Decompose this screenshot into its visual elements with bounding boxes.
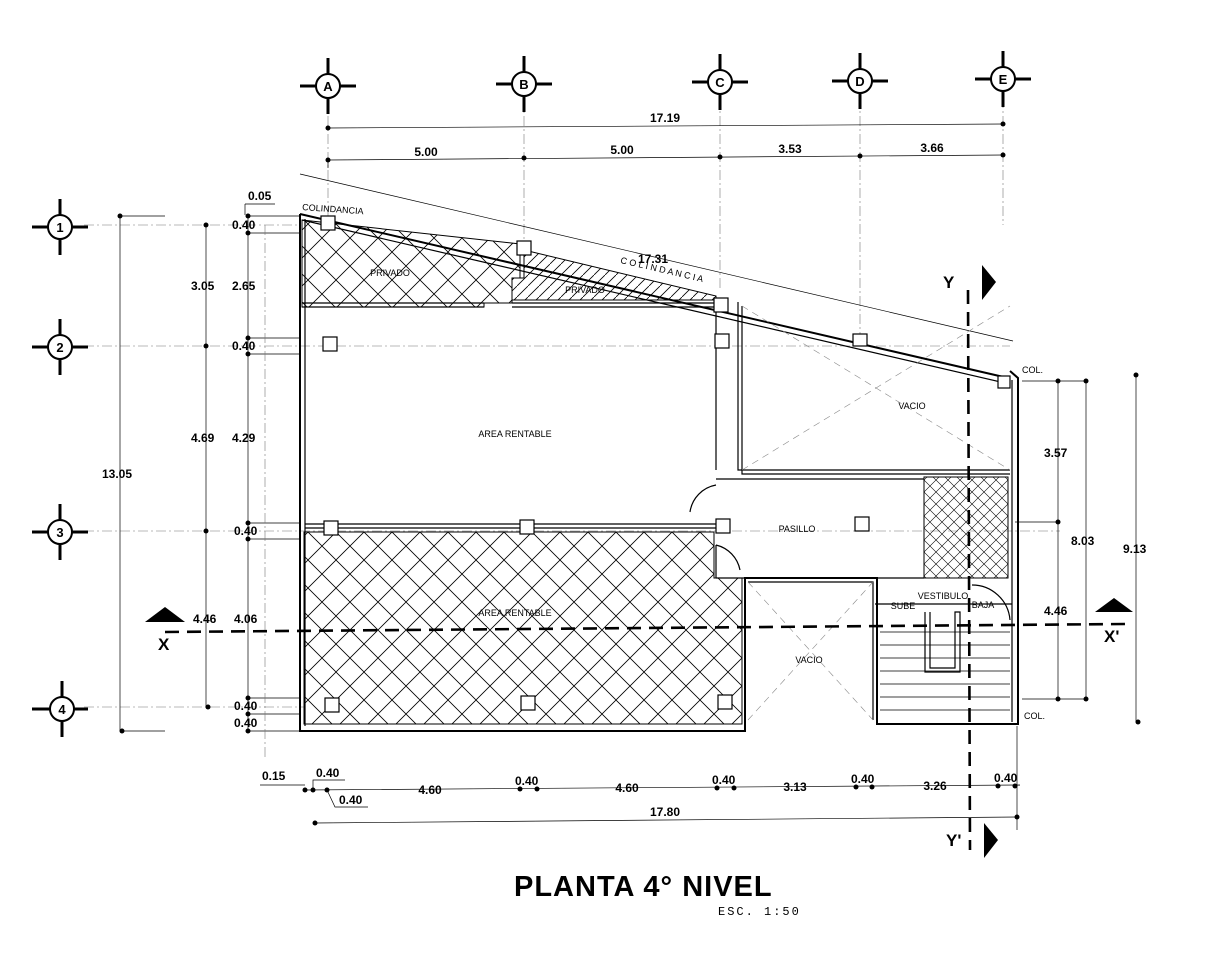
drawing-title: PLANTA 4° NIVEL <box>514 871 773 903</box>
drawing-scale: ESC. 1:50 <box>718 905 801 919</box>
dim-span-de: 3.66 <box>920 141 944 155</box>
dim-bottom-small-3: 0.40 <box>515 774 539 788</box>
bottom-dimensions: 0.15 0.40 0.40 0.40 0.40 0.40 0.40 4.60 … <box>260 726 1021 830</box>
label-baja: BAJA <box>972 600 995 610</box>
axis-marker-c: C <box>692 54 748 110</box>
svg-text:4: 4 <box>58 702 66 717</box>
dim-bottom-small-2: 0.40 <box>339 793 363 807</box>
dim-inner-23: 4.29 <box>232 431 256 445</box>
row-axis-markers: 1 2 3 4 <box>32 199 88 737</box>
axis-marker-1: 1 <box>32 199 88 255</box>
axis-marker-d: D <box>832 53 888 109</box>
cut-label-x: X <box>158 635 170 654</box>
room-labels: COLINDANCIA C O L I N D A N C I A 17.31 … <box>302 202 1045 721</box>
label-area-rentable-2: AREA RENTABLE <box>478 608 551 618</box>
dim-span-cd: 3.53 <box>778 142 802 156</box>
dim-outer-23: 4.69 <box>191 431 215 445</box>
cut-label-y-prime: Y' <box>946 831 961 850</box>
dim-bottom-edge: 0.15 <box>262 769 286 783</box>
dim-overall-top: 17.19 <box>650 111 680 125</box>
right-dimensions: 3.57 4.46 8.03 9.13 <box>1015 372 1147 725</box>
cut-label-x-prime: X' <box>1104 627 1119 646</box>
cut-arrow-y <box>982 265 996 300</box>
label-col-1: COL. <box>1022 365 1043 375</box>
svg-text:D: D <box>855 74 864 89</box>
label-diag-length: 17.31 <box>638 252 668 266</box>
svg-text:1: 1 <box>56 220 63 235</box>
label-vestibulo: VESTIBULO <box>918 591 969 601</box>
dim-col-row4b: 0.40 <box>234 716 258 730</box>
dim-right-upper: 3.57 <box>1044 446 1068 460</box>
label-privado-2: PRIVADO <box>565 285 605 295</box>
dim-right-lower: 4.46 <box>1044 604 1068 618</box>
axis-marker-b: B <box>496 56 552 112</box>
axis-marker-4: 4 <box>32 681 88 737</box>
label-privado-1: PRIVADO <box>370 268 410 278</box>
label-vacio-1: VACIO <box>898 401 925 411</box>
left-dimensions: 13.05 3.05 4.69 4.46 2.65 4.29 4.06 0.40… <box>102 213 300 760</box>
dim-inner-12: 2.65 <box>232 279 256 293</box>
svg-text:C: C <box>715 75 725 90</box>
cut-arrow-x <box>145 607 185 622</box>
svg-text:3: 3 <box>56 525 63 540</box>
dim-bottom-overall: 17.80 <box>650 805 680 819</box>
label-area-rentable-1: AREA RENTABLE <box>478 429 551 439</box>
section-cuts: X X' Y Y' <box>145 265 1133 858</box>
dim-span-bc: 5.00 <box>610 143 634 157</box>
dim-overall-left: 13.05 <box>102 467 132 481</box>
axis-marker-e: E <box>975 51 1031 107</box>
dim-bottom-span-4: 3.26 <box>923 779 947 793</box>
dim-col-row1: 0.40 <box>232 218 256 232</box>
label-sube: SUBE <box>891 601 916 611</box>
axis-marker-a: A <box>300 58 356 114</box>
dim-bottom-small-4: 0.40 <box>712 773 736 787</box>
svg-text:2: 2 <box>56 340 63 355</box>
grid-lines <box>84 98 1060 708</box>
label-vacio-2: VACIO <box>795 655 822 665</box>
dim-offset-top: 0.05 <box>248 189 272 203</box>
dim-col-row3: 0.40 <box>234 524 258 538</box>
cut-arrow-x-prime <box>1095 598 1133 612</box>
axis-marker-2: 2 <box>32 319 88 375</box>
dim-right-overall: 9.13 <box>1123 542 1147 556</box>
dim-bottom-span-1: 4.60 <box>418 783 442 797</box>
dim-span-ab: 5.00 <box>414 145 438 159</box>
label-col-2: COL. <box>1024 711 1045 721</box>
cut-label-y: Y <box>943 273 955 292</box>
label-colindancia-top: COLINDANCIA <box>302 202 364 216</box>
dim-outer-34: 4.46 <box>193 612 217 626</box>
column-axis-markers: A B C D E <box>300 51 1031 114</box>
dim-bottom-small-5: 0.40 <box>851 772 875 786</box>
dim-bottom-small-1: 0.40 <box>316 766 340 780</box>
dim-inner-34: 4.06 <box>234 612 258 626</box>
axis-marker-3: 3 <box>32 504 88 560</box>
svg-text:E: E <box>999 72 1008 87</box>
svg-text:A: A <box>323 79 333 94</box>
dim-col-row2: 0.40 <box>232 339 256 353</box>
dim-bottom-span-2: 4.60 <box>615 781 639 795</box>
building-walls <box>299 173 1019 732</box>
dim-bottom-small-6: 0.40 <box>994 771 1018 785</box>
structural-columns <box>320 215 1011 713</box>
top-dimensions: 17.19 5.00 5.00 3.53 3.66 0.05 <box>244 111 1006 215</box>
void-markers <box>741 305 1011 721</box>
dim-right-mid: 8.03 <box>1071 534 1095 548</box>
dim-outer-12: 3.05 <box>191 279 215 293</box>
dim-bottom-span-3: 3.13 <box>783 780 807 794</box>
label-pasillo: PASILLO <box>779 524 816 534</box>
cut-arrow-y-prime <box>984 823 998 858</box>
dim-col-row4a: 0.40 <box>234 699 258 713</box>
svg-text:B: B <box>519 77 528 92</box>
